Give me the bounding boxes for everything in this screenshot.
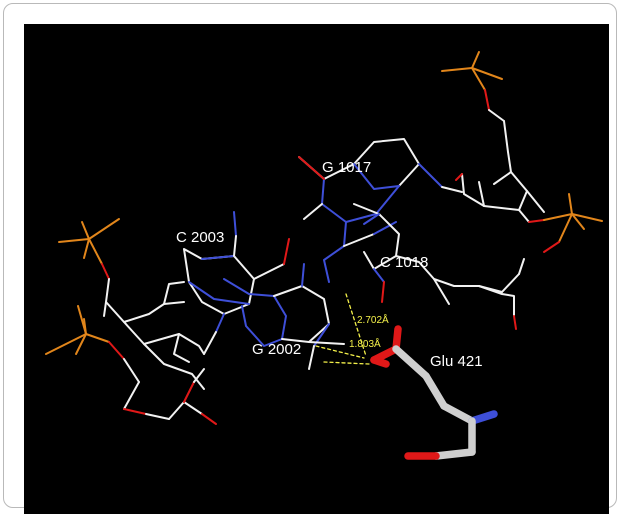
label-glu421: Glu 421 bbox=[430, 353, 483, 370]
label-c1018: C 1018 bbox=[380, 254, 429, 271]
left-phosphate-bottom bbox=[45, 305, 217, 425]
g1017-phosphate bbox=[441, 51, 505, 122]
g1017-phosphate-lower bbox=[528, 193, 603, 253]
label-g1017: G 1017 bbox=[322, 159, 372, 176]
figure-frame: G 1017 C 2003 C 1018 G 2002 Glu 421 2.70… bbox=[3, 3, 617, 514]
c1018-base bbox=[353, 203, 525, 330]
molecule-structure bbox=[45, 51, 603, 460]
left-phosphate-top bbox=[58, 218, 120, 280]
glu421-residue bbox=[370, 325, 498, 460]
c2003-base bbox=[183, 211, 290, 355]
molecular-viewer: G 1017 C 2003 C 1018 G 2002 Glu 421 2.70… bbox=[24, 24, 609, 514]
left-sugar bbox=[103, 278, 205, 390]
g2002-base bbox=[223, 263, 345, 370]
g1017-sugar bbox=[455, 120, 545, 223]
hydrogen-bonds bbox=[315, 293, 370, 365]
label-c2003: C 2003 bbox=[176, 229, 225, 246]
label-g2002: G 2002 bbox=[252, 341, 302, 358]
g1017-base bbox=[298, 138, 463, 283]
distance-label-2: 1.803Å bbox=[349, 339, 381, 350]
distance-label-1: 2.702Å bbox=[357, 315, 389, 326]
